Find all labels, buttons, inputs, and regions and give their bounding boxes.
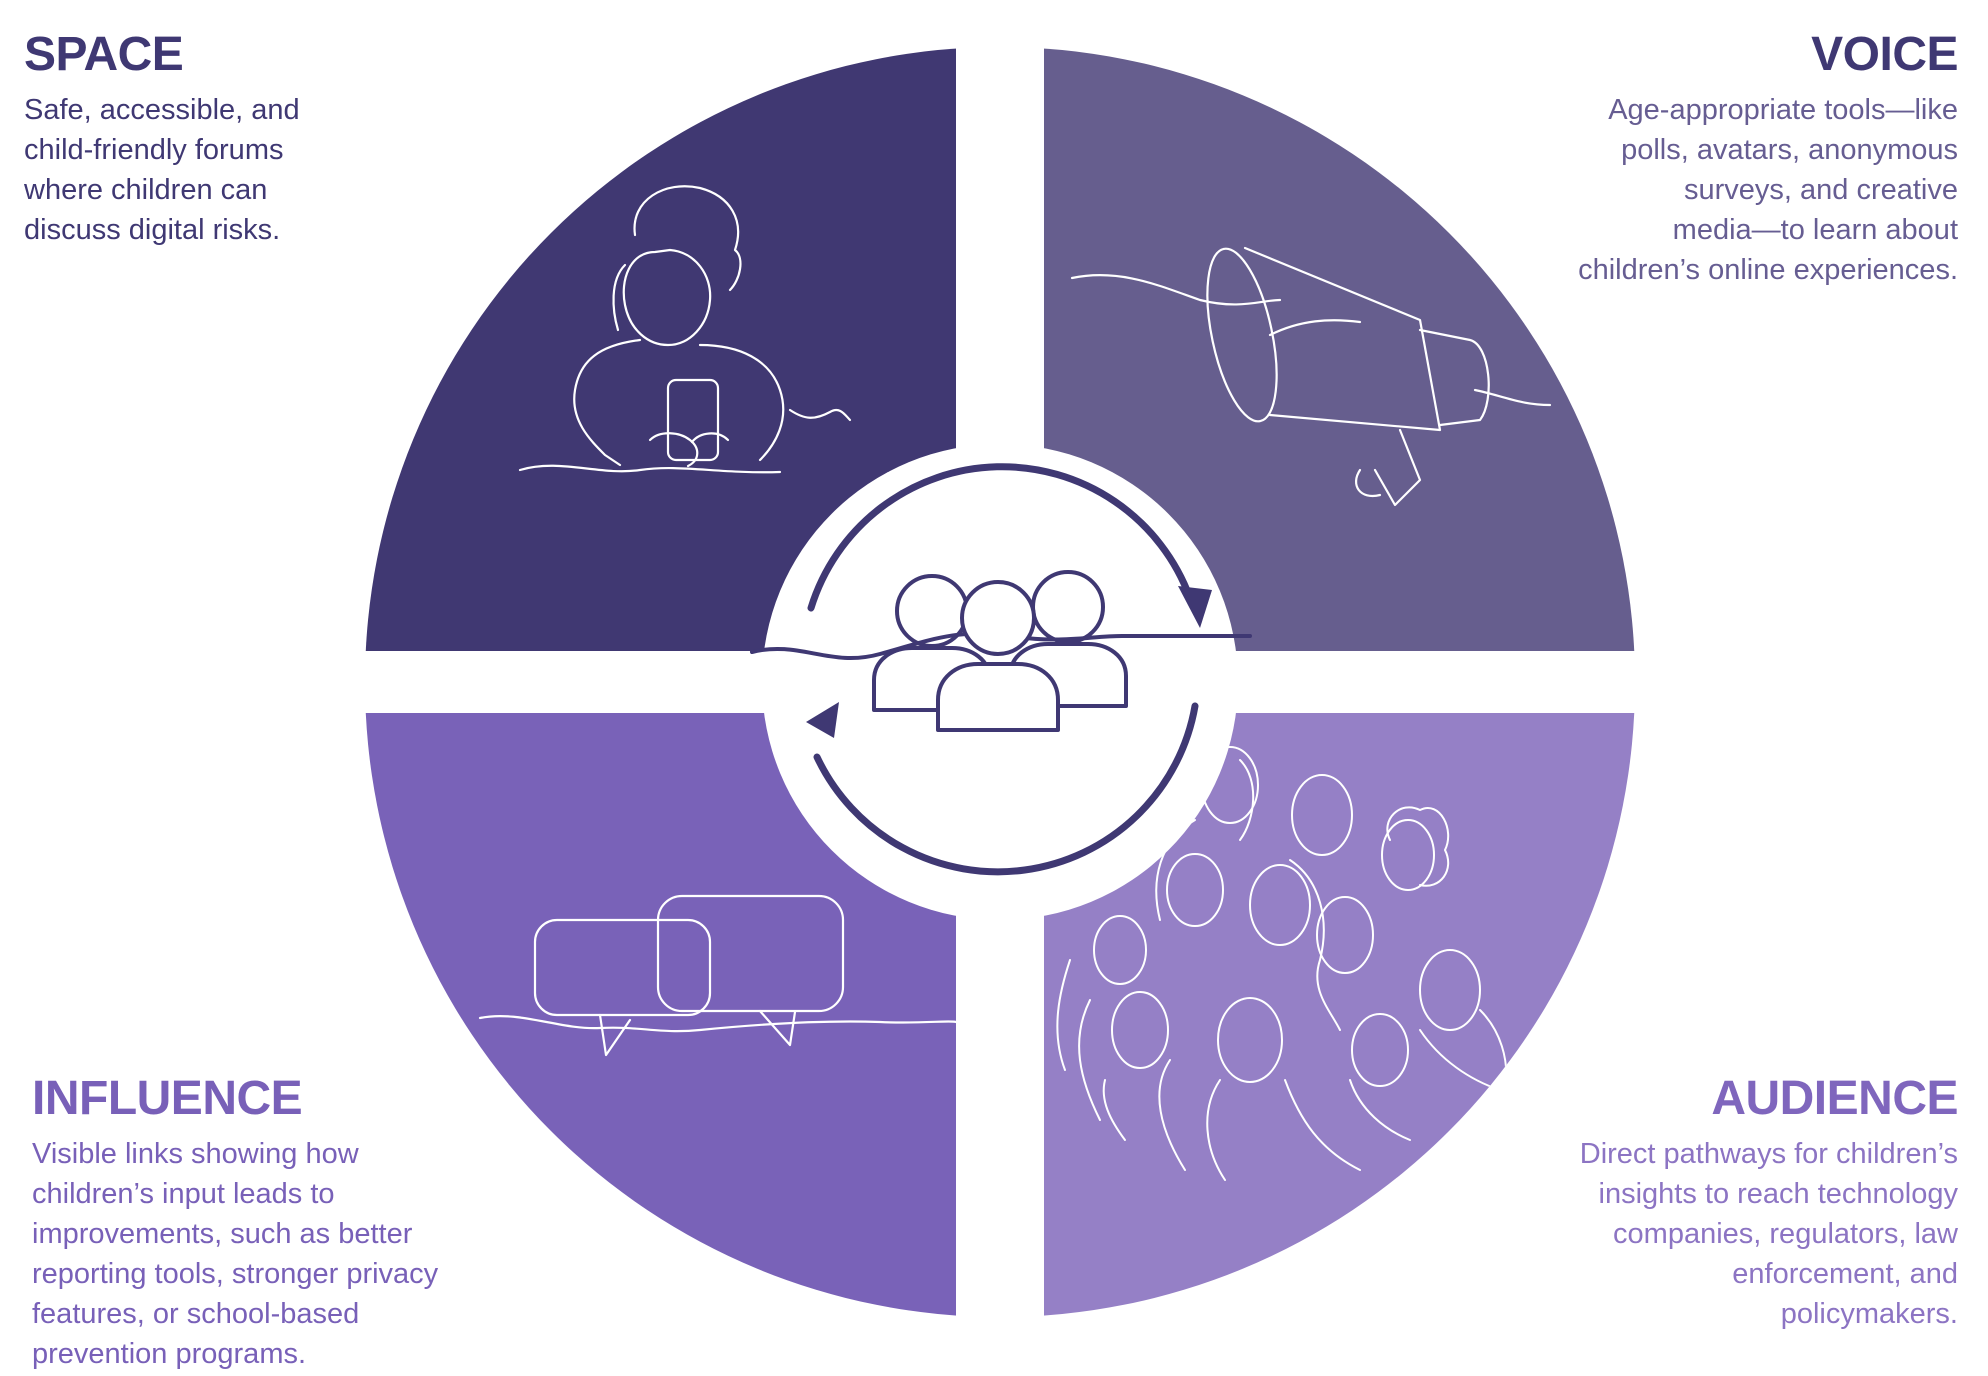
voice-line: children’s online experiences. — [1578, 254, 1958, 286]
cycle-arrow-top — [807, 463, 1194, 612]
audience-line: policymakers. — [1780, 1298, 1958, 1330]
space-description: Safe, accessible, and child-friendly for… — [24, 90, 444, 250]
audience-line: enforcement, and — [1732, 1258, 1958, 1290]
people-group-icon — [750, 570, 1252, 732]
influence-line: improvements, such as better — [32, 1218, 413, 1250]
arrowhead-left — [806, 702, 839, 738]
influence-line: Visible links showing how — [32, 1138, 359, 1170]
voice-description: Age-appropriate tools—like polls, avatar… — [1498, 90, 1958, 290]
audience-line: insights to reach technology — [1598, 1178, 1959, 1210]
space-title: SPACE — [24, 28, 184, 81]
arrowhead-right — [1178, 586, 1212, 628]
speech-bubbles-icon — [478, 894, 958, 1057]
influence-line: reporting tools, stronger privacy — [32, 1258, 439, 1290]
child-with-phone-icon — [518, 185, 852, 474]
voice-line: polls, avatars, anonymous — [1621, 134, 1958, 166]
influence-text-block: INFLUENCE Visible links showing how chil… — [32, 1072, 512, 1374]
space-text-block: SPACE Safe, accessible, and child-friend… — [24, 28, 444, 250]
space-line: discuss digital risks. — [24, 214, 281, 246]
space-line: Safe, accessible, and — [24, 94, 300, 126]
voice-line: Age-appropriate tools—like — [1608, 94, 1958, 126]
audience-text-block: AUDIENCE Direct pathways for children’s … — [1518, 1072, 1959, 1334]
space-line: child-friendly forums — [24, 134, 284, 166]
cycle-arrow-bottom — [813, 702, 1199, 876]
audience-description: Direct pathways for children’s insights … — [1518, 1134, 1958, 1334]
influence-line: prevention programs. — [32, 1338, 307, 1370]
influence-line: features, or school-based — [32, 1298, 360, 1330]
voice-title: VOICE — [1811, 28, 1958, 81]
megaphone-icon — [1070, 246, 1552, 507]
audience-line: companies, regulators, law — [1613, 1218, 1958, 1250]
influence-line: children’s input leads to — [32, 1178, 335, 1210]
space-line: where children can — [24, 174, 268, 206]
voice-text-block: VOICE Age-appropriate tools—like polls, … — [1498, 28, 1958, 290]
crowd-icon — [1056, 746, 1508, 1181]
voice-line: surveys, and creative — [1683, 174, 1958, 206]
audience-title: AUDIENCE — [1711, 1072, 1958, 1125]
cycle-arrows — [807, 463, 1199, 876]
influence-title: INFLUENCE — [32, 1072, 303, 1125]
audience-line: Direct pathways for children’s — [1579, 1138, 1958, 1170]
voice-line: media—to learn about — [1672, 214, 1958, 246]
influence-description: Visible links showing how children’s inp… — [32, 1134, 512, 1374]
